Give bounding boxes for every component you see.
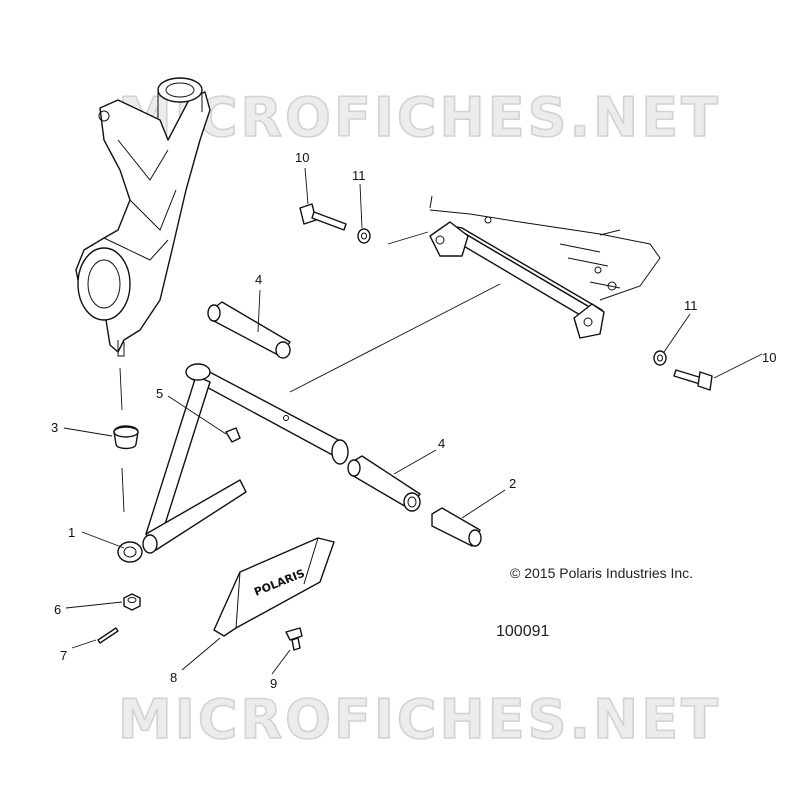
bushing-upper bbox=[207, 301, 291, 359]
washer-lower bbox=[653, 350, 667, 366]
callout-9: 9 bbox=[270, 676, 277, 691]
bolt-upper bbox=[299, 203, 347, 231]
a-arm bbox=[117, 363, 349, 563]
callout-5: 5 bbox=[156, 386, 163, 401]
callouts: 1 2 3 4 4 5 6 7 8 9 10 10 11 11 bbox=[51, 150, 776, 691]
grease-fitting bbox=[225, 427, 241, 443]
callout-10-lower: 10 bbox=[762, 350, 776, 365]
frame-mount bbox=[429, 195, 661, 339]
copyright-text: © 2015 Polaris Industries Inc. bbox=[510, 565, 693, 581]
callout-10-upper: 10 bbox=[295, 150, 309, 165]
figure-number: 100091 bbox=[496, 623, 549, 640]
guide-lines bbox=[119, 231, 501, 513]
callout-8: 8 bbox=[170, 670, 177, 685]
callout-4-upper: 4 bbox=[255, 272, 262, 287]
callout-11-lower: 11 bbox=[684, 298, 698, 313]
steering-knuckle bbox=[75, 77, 211, 357]
bolt-lower bbox=[673, 369, 713, 391]
watermark-top-outline: MICROFICHES.NET bbox=[118, 86, 721, 149]
leader-lines bbox=[63, 167, 763, 675]
cotter-pin bbox=[97, 627, 119, 644]
callout-7: 7 bbox=[60, 648, 67, 663]
callout-3: 3 bbox=[51, 420, 58, 435]
washer-upper bbox=[357, 228, 371, 244]
guard-screw bbox=[285, 627, 303, 651]
watermark-bottom-outline: MICROFICHES.NET bbox=[118, 688, 721, 751]
callout-2: 2 bbox=[509, 476, 516, 491]
callout-11-upper: 11 bbox=[352, 168, 366, 183]
callout-6: 6 bbox=[54, 602, 61, 617]
watermark-top: MICROFICHES.NET bbox=[118, 86, 721, 149]
pivot-tube bbox=[431, 507, 482, 547]
callout-4-lower: 4 bbox=[438, 436, 445, 451]
bushing-lower bbox=[347, 455, 421, 512]
watermark-bottom: MICROFICHES.NET bbox=[118, 688, 721, 751]
dust-cap bbox=[113, 425, 139, 450]
a-arm-guard: POLARIS bbox=[213, 537, 335, 637]
lock-nut bbox=[123, 593, 141, 611]
callout-1: 1 bbox=[68, 525, 75, 540]
